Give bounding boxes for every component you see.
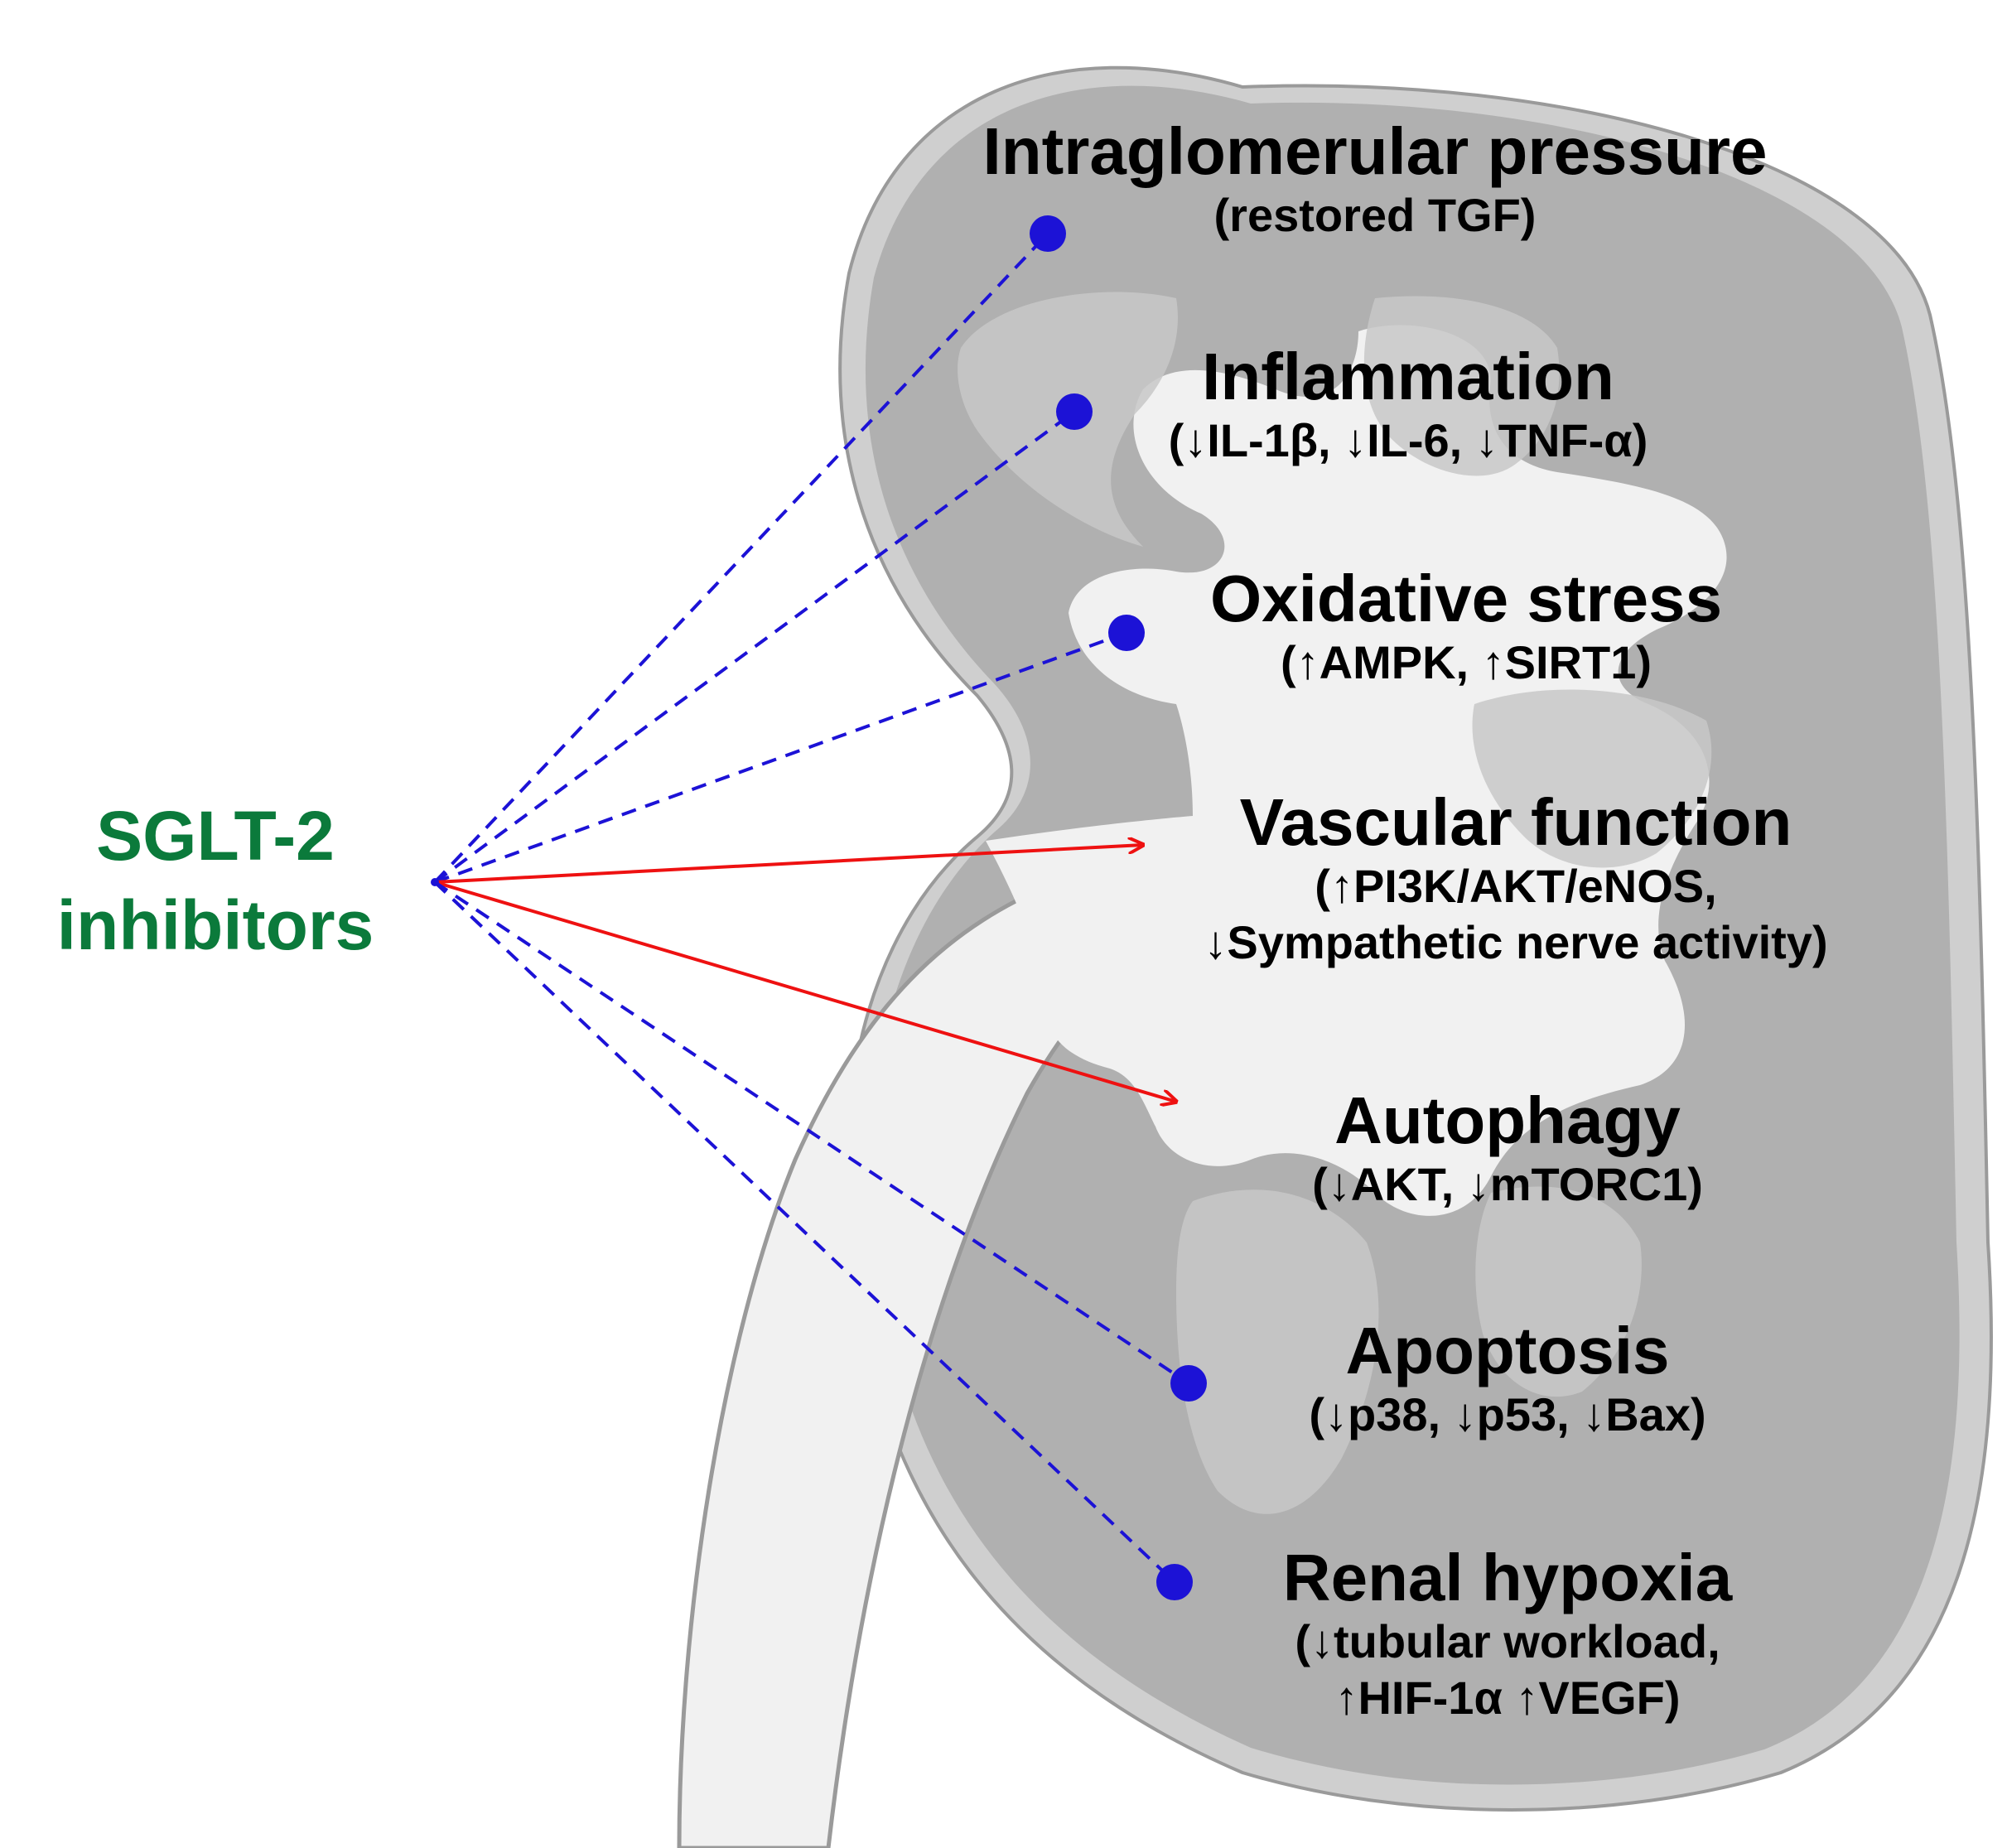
inhibit-line-apoptosis	[433, 881, 1190, 1385]
inhibit-line-hypoxia	[433, 881, 1176, 1584]
effect-apoptosis: Apoptosis (↓p38, ↓p53, ↓Bax)	[1193, 1315, 1822, 1443]
effect-inflammation-title: Inflammation	[1202, 340, 1614, 413]
effect-hypoxia-detail-line2: ↑HIF-1α ↑VEGF)	[1334, 1672, 1681, 1724]
effect-autophagy-title: Autophagy	[1334, 1083, 1681, 1157]
activate-arrow-vascular	[434, 845, 1143, 884]
effect-hypoxia: Renal hypoxia (↓tubular workload, ↑HIF-1…	[1176, 1542, 1839, 1726]
effect-autophagy: Autophagy (↓AKT, ↓mTORC1)	[1184, 1085, 1831, 1213]
effect-oxidative-detail: (↑AMPK, ↑SIRT1)	[1281, 636, 1652, 688]
effect-hypoxia-title: Renal hypoxia	[1282, 1541, 1733, 1614]
drug-label: SGLT-2 inhibitors	[8, 791, 422, 970]
effect-inflammation-detail: (↓IL-1β, ↓IL-6, ↓TNF-α)	[1168, 414, 1648, 466]
pyramid-lower-left	[1176, 1189, 1379, 1514]
activate-arrow-autophagy	[434, 881, 1176, 1102]
effect-inflammation: Inflammation (↓IL-1β, ↓IL-6, ↓TNF-α)	[1077, 341, 1739, 469]
effect-vascular-title: Vascular function	[1239, 785, 1792, 859]
inhibit-dot-hypoxia	[1156, 1564, 1193, 1600]
inhibit-dot-inflammation	[1056, 393, 1093, 430]
drug-label-line1: SGLT-2	[96, 797, 335, 875]
inhibit-line-inflammation	[433, 410, 1076, 884]
pyramid-middle-right	[1472, 689, 1712, 868]
effect-hypoxia-detail-line1: (↓tubular workload,	[1295, 1615, 1720, 1667]
effect-apoptosis-title: Apoptosis	[1345, 1314, 1670, 1387]
drug-label-line2: inhibitors	[56, 886, 374, 964]
origin-point	[431, 878, 439, 886]
effect-vascular-detail-line2: ↓Sympathetic nerve activity)	[1204, 916, 1828, 968]
renal-pelvis	[986, 325, 1727, 1216]
connection-lines	[431, 215, 1207, 1600]
effect-intraglomerular-title: Intraglomerular pressure	[982, 114, 1768, 188]
effect-intraglomerular: Intraglomerular pressure (restored TGF)	[928, 116, 1822, 244]
medullary-pyramids	[958, 292, 1712, 1514]
effect-apoptosis-detail: (↓p38, ↓p53, ↓Bax)	[1309, 1388, 1706, 1440]
effect-oxidative-title: Oxidative stress	[1209, 562, 1723, 635]
pyramid-lower-right	[1475, 1186, 1642, 1397]
effect-vascular: Vascular function (↑PI3K/AKT/eNOS, ↓Symp…	[1102, 787, 1930, 971]
effect-autophagy-detail: (↓AKT, ↓mTORC1)	[1312, 1158, 1703, 1210]
inhibit-dot-intraglomerular	[1030, 215, 1066, 252]
effect-intraglomerular-detail: (restored TGF)	[1213, 189, 1537, 241]
inhibit-dot-oxidative	[1108, 615, 1145, 651]
effect-oxidative: Oxidative stress (↑AMPK, ↑SIRT1)	[1143, 563, 1789, 691]
effect-vascular-detail-line1: (↑PI3K/AKT/eNOS,	[1315, 860, 1717, 912]
pyramid-upper-right	[1363, 296, 1560, 476]
inhibit-dot-apoptosis	[1170, 1365, 1207, 1402]
